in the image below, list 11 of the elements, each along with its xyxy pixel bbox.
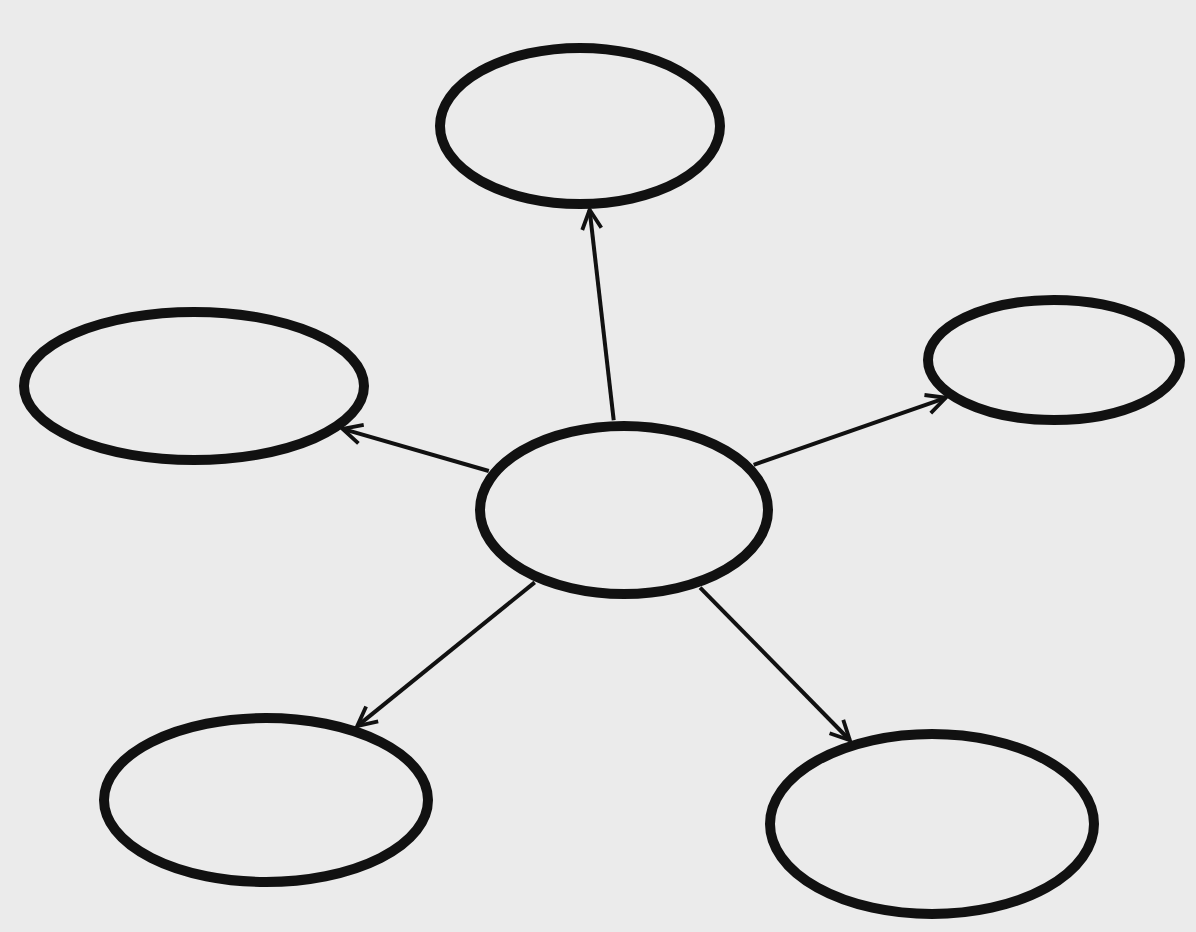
empty-ellipse [435, 43, 725, 209]
arrow [340, 423, 490, 473]
arrow [753, 393, 948, 467]
empty-ellipse [923, 295, 1185, 425]
empty-ellipse [19, 307, 369, 465]
empty-ellipse [99, 713, 433, 887]
arrow [698, 586, 852, 743]
arrow [355, 580, 536, 728]
empty-ellipse [765, 729, 1099, 919]
arrow [580, 207, 616, 421]
empty-ellipse [475, 421, 773, 599]
